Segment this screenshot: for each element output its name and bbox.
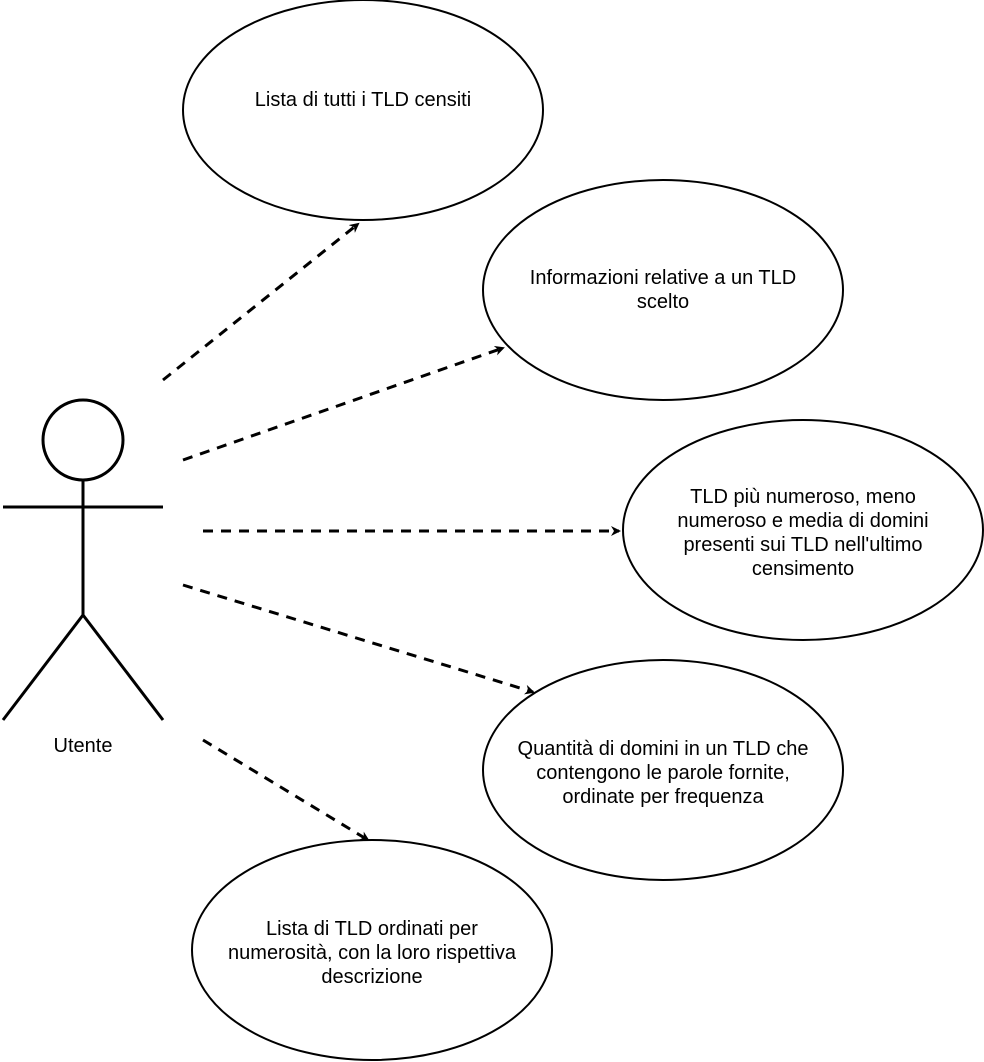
use-case-label-2: Informazioni relative a un TLD scelto (529, 267, 797, 313)
use-case-ellipse-3[interactable] (622, 419, 984, 641)
use-case-label-4: Quantità di domini in un TLD che conteng… (517, 737, 809, 808)
use-case-ellipse-1[interactable] (182, 0, 544, 221)
use-case-label-1: Lista di tutti i TLD censiti (254, 89, 472, 111)
association-arrow-2 (182, 345, 505, 462)
use-case-ellipse-2[interactable] (482, 179, 844, 401)
actor-head (41, 398, 125, 482)
use-case-ellipse-4[interactable] (482, 659, 844, 881)
actor-figure (1, 398, 165, 721)
actor-left-leg (1, 614, 85, 721)
use-case-label-3: TLD più numeroso, meno numeroso e media … (677, 485, 929, 580)
association-arrow-4 (182, 583, 535, 695)
actor-label: Utente (53, 735, 113, 757)
actor-right-leg (81, 614, 165, 721)
association-arrow-5 (202, 738, 370, 842)
use-case-ellipse-5[interactable] (191, 839, 553, 1061)
use-case-label-5: Lista di TLD ordinati per numerosità, co… (228, 917, 516, 988)
association-arrow-1 (162, 222, 360, 382)
